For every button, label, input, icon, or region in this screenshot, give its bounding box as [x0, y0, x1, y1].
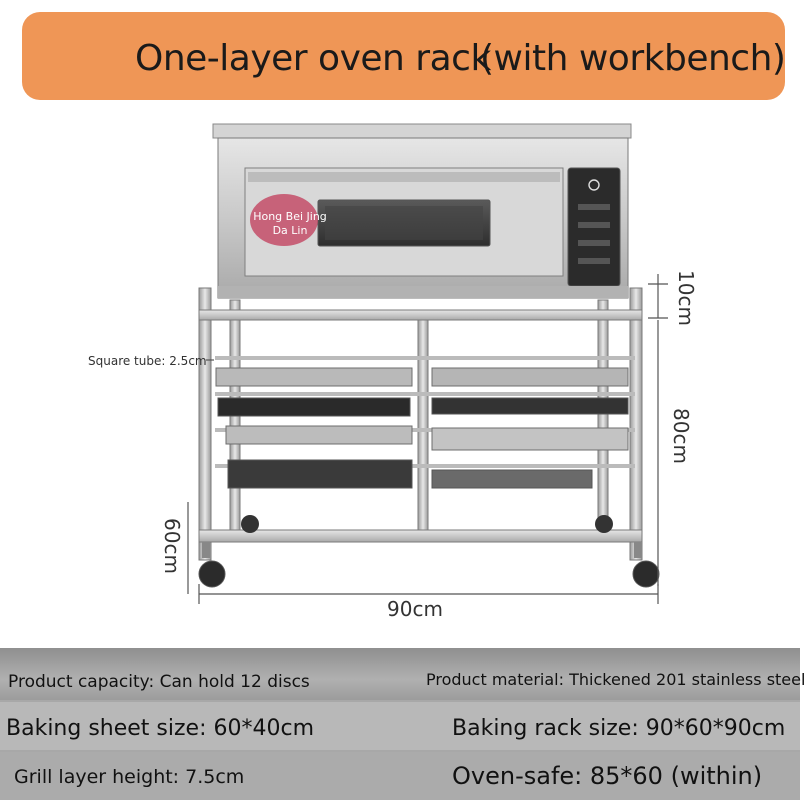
dimension-lines — [187, 274, 668, 604]
rack-height-dimension: 80cm — [669, 408, 693, 464]
spec-band-3 — [0, 752, 800, 800]
width-dimension: 90cm — [387, 597, 443, 621]
square-tube-annotation: Square tube: 2.5cm — [88, 354, 207, 368]
spec-material: Product material: Thickened 201 stainles… — [426, 670, 805, 689]
baking-trays — [215, 367, 629, 489]
oven-rack-illustration — [187, 123, 668, 604]
title-banner — [22, 12, 785, 100]
spec-panel: Product capacity: Can hold 12 discs Prod… — [0, 648, 805, 800]
casters — [198, 515, 660, 588]
rack-frame — [198, 287, 643, 561]
depth-dimension: 60cm — [160, 518, 184, 574]
oven — [212, 123, 632, 299]
gap-dimension: 10cm — [674, 270, 698, 326]
banner-title: One-layer oven rack — [135, 38, 491, 79]
spec-capacity: Product capacity: Can hold 12 discs — [8, 672, 310, 692]
oven-brand-label: Hong Bei Jing Da Lin — [253, 210, 327, 237]
spec-band-1 — [0, 648, 800, 700]
banner-subtitle: (with workbench) — [480, 38, 786, 79]
spec-layer-height: Grill layer height: 7.5cm — [14, 766, 245, 788]
spec-band-2 — [0, 702, 800, 750]
spec-sheet-size: Baking sheet size: 60*40cm — [6, 716, 314, 741]
spec-oven-safe: Oven-safe: 85*60 (within) — [452, 762, 763, 790]
spec-rack-size: Baking rack size: 90*60*90cm — [452, 716, 786, 741]
